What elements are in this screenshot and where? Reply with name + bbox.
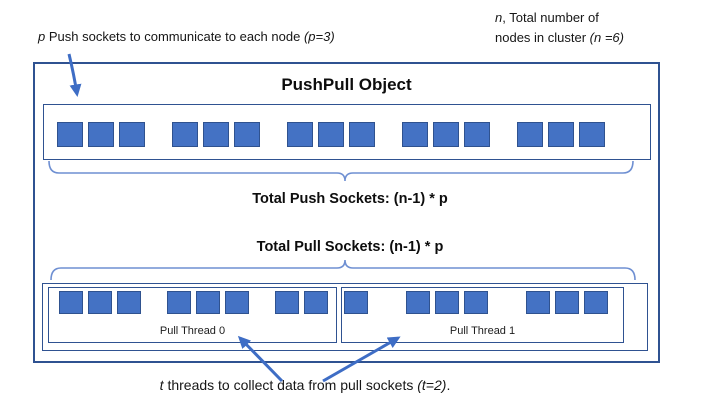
socket-square: [225, 291, 249, 314]
socket-square: [433, 122, 459, 147]
pull-thread-0-label: Pull Thread 0: [159, 325, 226, 337]
socket-square: [88, 291, 112, 314]
socket-square: [517, 122, 543, 147]
pull-threads-annotation: t threads to collect data from pull sock…: [105, 377, 505, 393]
annotation-text: threads to collect data from pull socket…: [163, 377, 418, 393]
total-push-sockets-label: Total Push Sockets: (n-1) * p: [252, 191, 448, 207]
pushpull-object-title: PushPull Object: [281, 75, 412, 94]
socket-group: [402, 122, 490, 147]
pull-thread-1-label: Pull Thread 1: [449, 325, 516, 337]
annotation-text: Push sockets to communicate to each node: [45, 29, 304, 44]
socket-square: [406, 291, 430, 314]
socket-group: [57, 122, 145, 147]
pull-thread-0-sockets-row: [59, 291, 328, 314]
socket-square: [402, 122, 428, 147]
socket-square: [59, 291, 83, 314]
socket-group: [406, 291, 488, 314]
push-sockets-box: [43, 104, 651, 160]
pull-thread-0-box: Pull Thread 0: [48, 287, 337, 343]
socket-square: [167, 291, 191, 314]
pull-thread-1-box: Pull Thread 1: [341, 287, 624, 343]
socket-square: [579, 122, 605, 147]
socket-square: [117, 291, 141, 314]
socket-square: [349, 122, 375, 147]
variable-text: (n =6): [589, 30, 624, 45]
variable-text: (t=2): [417, 377, 447, 393]
socket-square: [287, 122, 313, 147]
socket-square: [435, 291, 459, 314]
variable-text: (p=3): [303, 29, 335, 44]
variable-text: p: [38, 29, 46, 44]
socket-group: [526, 291, 608, 314]
variable-text: t: [159, 377, 164, 393]
socket-square: [196, 291, 220, 314]
socket-square: [344, 291, 368, 314]
socket-square: [304, 291, 328, 314]
total-pull-sockets-label: Total Pull Sockets: (n-1) * p: [256, 239, 444, 255]
annotation-text: , Total number of: [502, 10, 599, 25]
push-sockets-row: [57, 122, 605, 147]
socket-square: [526, 291, 550, 314]
socket-group: [59, 291, 141, 314]
annotation-text: .: [446, 377, 451, 393]
socket-square: [57, 122, 83, 147]
cluster-size-annotation-line2: nodes in cluster (n =6): [495, 28, 624, 48]
cluster-size-annotation: n, Total number of nodes in cluster (n =…: [495, 8, 624, 48]
socket-square: [275, 291, 299, 314]
socket-group: [517, 122, 605, 147]
socket-square: [172, 122, 198, 147]
socket-square: [548, 122, 574, 147]
variable-text: n: [495, 10, 503, 25]
pull-thread-1-sockets-row: [344, 291, 608, 314]
socket-square: [555, 291, 579, 314]
socket-square: [234, 122, 260, 147]
socket-square: [464, 291, 488, 314]
socket-square: [584, 291, 608, 314]
socket-square: [464, 122, 490, 147]
annotation-text: nodes in cluster: [495, 30, 590, 45]
socket-square: [88, 122, 114, 147]
socket-group: [172, 122, 260, 147]
socket-square: [318, 122, 344, 147]
cluster-size-annotation-line1: n, Total number of: [495, 8, 624, 28]
socket-group: [287, 122, 375, 147]
socket-group: [275, 291, 328, 314]
socket-group: [344, 291, 368, 314]
socket-square: [203, 122, 229, 147]
socket-square: [119, 122, 145, 147]
push-sockets-annotation: p Push sockets to communicate to each no…: [38, 27, 335, 47]
socket-group: [167, 291, 249, 314]
